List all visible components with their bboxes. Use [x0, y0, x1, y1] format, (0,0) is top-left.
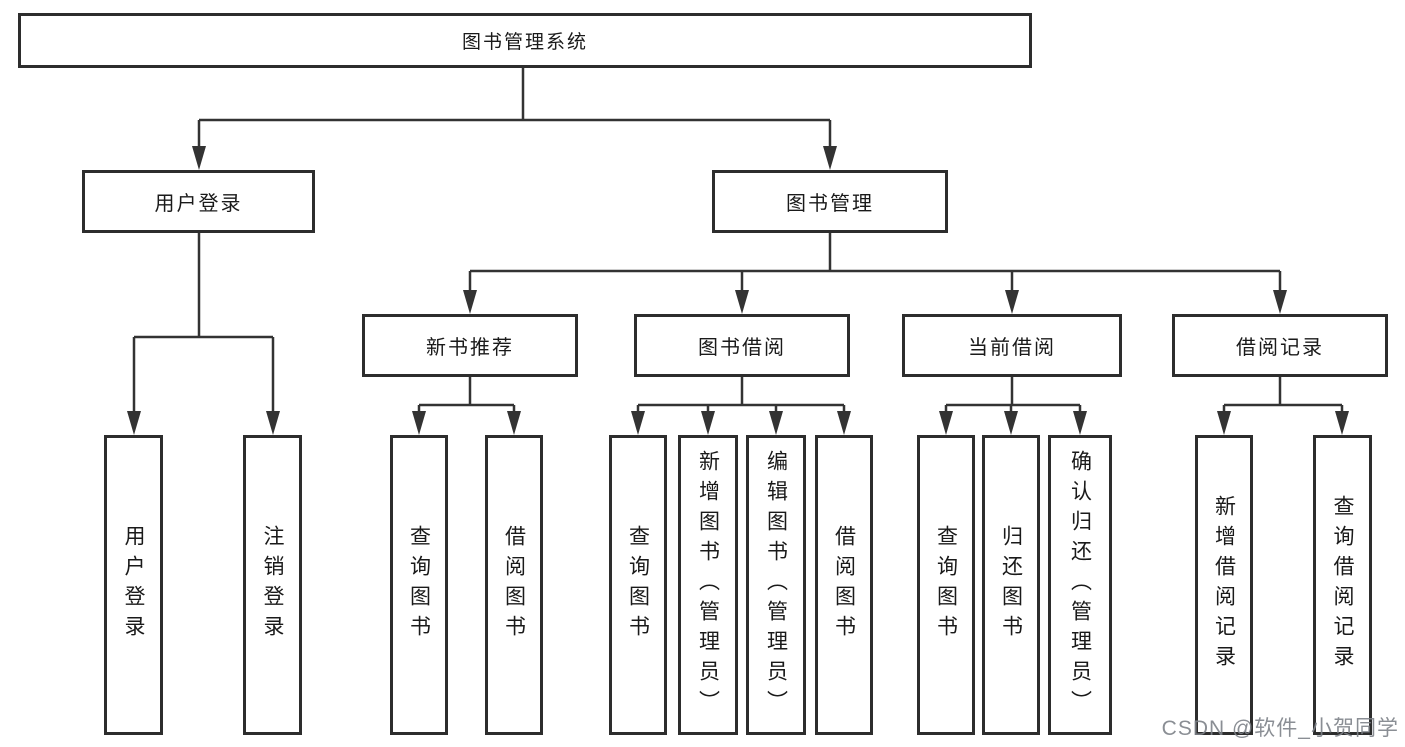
node-label: 确认归还（管理员）	[1068, 450, 1092, 720]
leaf-borrow-edit-book-admin: 编辑图书（管理员）	[746, 435, 806, 735]
arrow-down-icon	[1005, 290, 1019, 314]
arrow-down-icon	[412, 411, 426, 435]
node-label: 图书借阅	[698, 337, 786, 359]
leaf-current-return-book: 归还图书	[982, 435, 1040, 735]
leaf-records-add-borrow-record: 新增借阅记录	[1195, 435, 1253, 735]
node-label: 当前借阅	[968, 337, 1056, 359]
node-library-management-system: 图书管理系统	[18, 13, 1032, 68]
leaf-current-confirm-return-admin: 确认归还（管理员）	[1048, 435, 1112, 735]
connector-records-to-leaves	[1222, 377, 1344, 413]
node-label: 用户登录	[154, 193, 243, 215]
node-label: 图书管理	[786, 193, 874, 215]
leaf-user-login: 用户登录	[104, 435, 163, 735]
arrow-down-icon	[735, 290, 749, 314]
arrow-down-icon	[1073, 411, 1087, 435]
arrow-down-icon	[1335, 411, 1349, 435]
node-label: 查询图书	[934, 525, 958, 645]
connector-current-to-leaves	[944, 377, 1082, 413]
leaf-logout-login: 注销登录	[243, 435, 302, 735]
leaf-borrow-borrow-book: 借阅图书	[815, 435, 873, 735]
node-label: 借阅图书	[502, 525, 526, 645]
node-current-borrowing: 当前借阅	[902, 314, 1122, 377]
node-user-login-branch: 用户登录	[82, 170, 315, 233]
connector-root-to-level2	[197, 68, 832, 148]
node-label: 用户登录	[122, 525, 145, 645]
node-new-book-recommendation: 新书推荐	[362, 314, 578, 377]
leaf-records-query-borrow-record: 查询借阅记录	[1313, 435, 1372, 735]
arrow-down-icon	[1217, 411, 1231, 435]
arrow-down-icon	[507, 411, 521, 435]
leaf-recommend-borrow-book: 借阅图书	[485, 435, 543, 735]
csdn-watermark: CSDN @软件_小贺同学	[1161, 717, 1399, 740]
arrow-down-icon	[631, 411, 645, 435]
node-label: 归还图书	[999, 525, 1023, 645]
arrow-down-icon	[192, 146, 206, 170]
connector-bookmgmt-to-level3	[468, 233, 1282, 292]
connector-recommend-to-leaves	[417, 377, 516, 413]
node-label: 新书推荐	[426, 337, 514, 359]
node-label: 借阅记录	[1236, 337, 1324, 359]
node-label: 借阅图书	[832, 525, 856, 645]
leaf-current-query-book: 查询图书	[917, 435, 975, 735]
arrow-down-icon	[837, 411, 851, 435]
node-label: 编辑图书（管理员）	[764, 450, 788, 720]
node-label: 查询借阅记录	[1331, 495, 1354, 675]
arrow-down-icon	[266, 411, 280, 435]
node-label: 新增图书（管理员）	[696, 450, 720, 720]
node-label: 查询图书	[407, 525, 431, 645]
connector-borrow-to-leaves	[636, 377, 846, 413]
connector-userlogin-to-leaves	[132, 233, 275, 413]
node-book-borrowing: 图书借阅	[634, 314, 850, 377]
leaf-borrow-add-book-admin: 新增图书（管理员）	[678, 435, 738, 735]
arrow-down-icon	[939, 411, 953, 435]
node-label: 查询图书	[626, 525, 650, 645]
arrow-down-icon	[463, 290, 477, 314]
node-book-management-branch: 图书管理	[712, 170, 948, 233]
arrow-down-icon	[127, 411, 141, 435]
arrow-down-icon	[1004, 411, 1018, 435]
arrow-down-icon	[769, 411, 783, 435]
arrow-down-icon	[823, 146, 837, 170]
node-label: 图书管理系统	[461, 32, 588, 53]
leaf-recommend-query-book: 查询图书	[390, 435, 448, 735]
node-label: 注销登录	[261, 525, 284, 645]
node-label: 新增借阅记录	[1212, 495, 1236, 675]
leaf-borrow-query-book: 查询图书	[609, 435, 667, 735]
arrow-down-icon	[701, 411, 715, 435]
node-borrowing-records: 借阅记录	[1172, 314, 1388, 377]
arrow-down-icon	[1273, 290, 1287, 314]
arrowheads	[127, 146, 1349, 435]
